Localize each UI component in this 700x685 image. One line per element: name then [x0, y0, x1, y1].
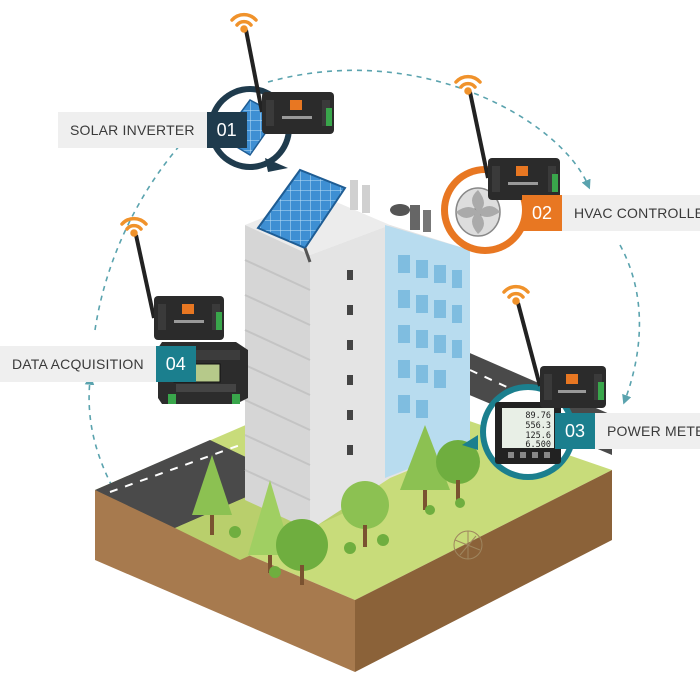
gateway-device-icon	[488, 158, 560, 200]
fan-icon	[455, 187, 501, 237]
wifi-icon	[502, 284, 530, 305]
wifi-icon	[454, 74, 482, 95]
callout-label: DATA ACQUISITION	[0, 346, 156, 382]
antenna-icon	[468, 91, 490, 179]
gateway-device-icon	[262, 92, 334, 134]
power-meter-icon: 89.76 556.3 125.6 6.500	[495, 402, 561, 464]
office-building	[244, 180, 470, 530]
callout-data-acquisition: DATA ACQUISITION 04	[0, 346, 196, 382]
wifi-icon	[120, 216, 148, 237]
gateway-device-daq	[134, 234, 224, 340]
callout-number: 04	[155, 346, 196, 382]
meter-reading-1: 89.76	[525, 411, 551, 421]
callout-solar-inverter: SOLAR INVERTER 01	[58, 112, 247, 148]
antenna-icon	[516, 302, 542, 387]
tree-icon	[192, 425, 480, 585]
callout-hvac-controller: 02 HVAC CONTROLLER	[522, 195, 700, 231]
callout-number: 03	[555, 413, 595, 449]
callout-number: 01	[206, 112, 247, 148]
gateway-device-icon	[154, 296, 224, 340]
antenna-icon	[244, 29, 264, 113]
solar-panel-icon	[256, 168, 347, 263]
gateway-device-meter	[516, 302, 606, 408]
callout-label: POWER METER	[595, 413, 700, 449]
callout-label: SOLAR INVERTER	[58, 112, 207, 148]
callout-power-meter: 03 POWER METER	[555, 413, 700, 449]
meter-reading-3: 125.6	[525, 431, 551, 441]
meter-reading-4: 6.500	[525, 440, 551, 450]
network-mesh-icon	[453, 530, 483, 560]
callout-label: HVAC CONTROLLER	[562, 195, 700, 231]
meter-reading-2: 556.3	[525, 421, 551, 431]
gateway-device-icon	[540, 366, 606, 408]
wifi-icon	[230, 12, 258, 33]
gateway-device-solar	[244, 29, 334, 134]
antenna-icon	[134, 234, 156, 319]
callout-number: 02	[522, 195, 562, 231]
gateway-device-hvac	[468, 91, 560, 200]
